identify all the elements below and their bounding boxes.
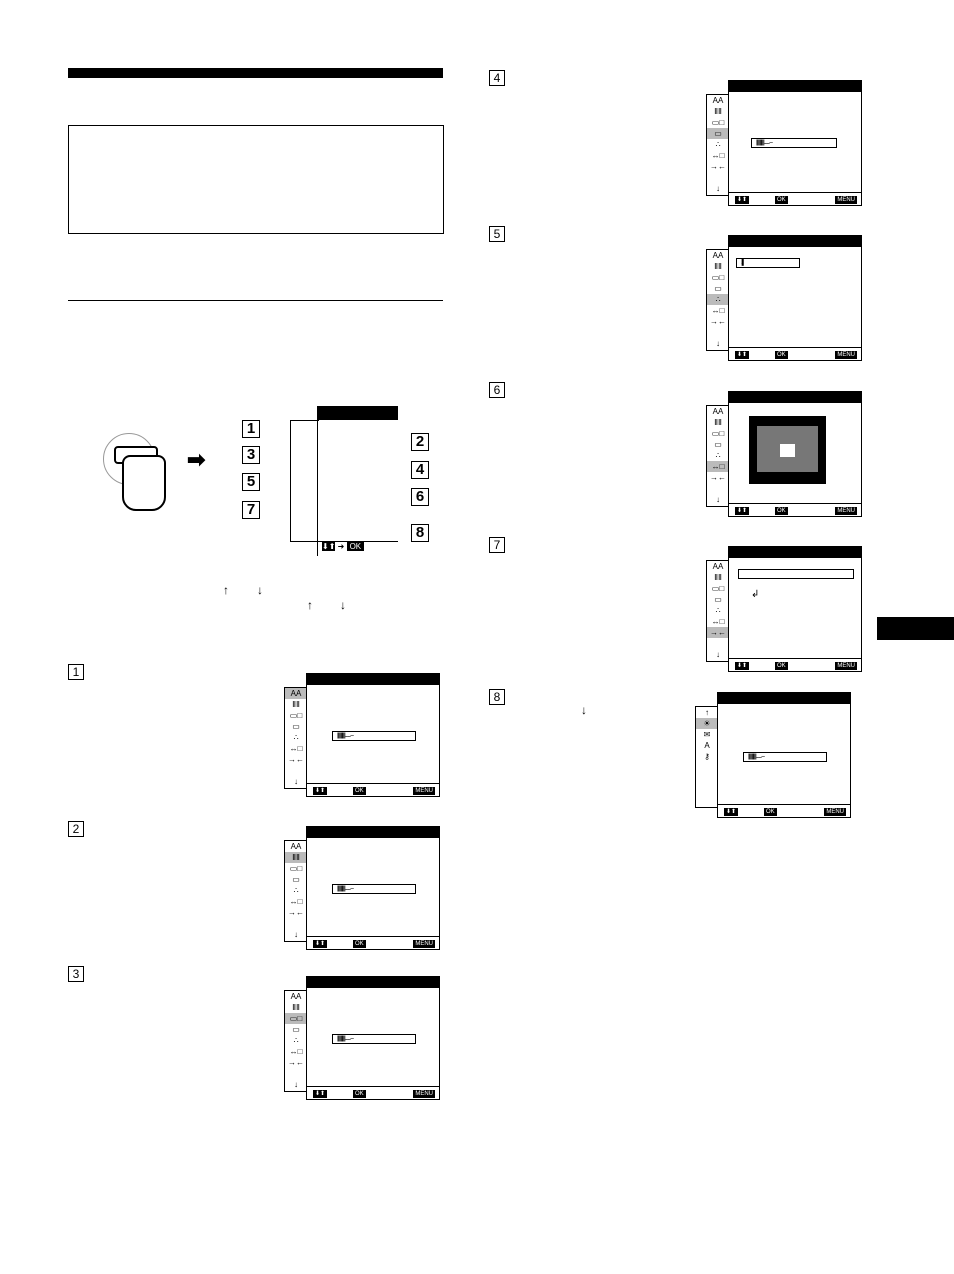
right-arrow-icon: ➡ — [187, 447, 206, 472]
section-rule — [68, 300, 443, 301]
step-number-2: 2 — [68, 821, 84, 837]
step-number-7: 7 — [489, 537, 505, 553]
main-menu-sidebar — [290, 420, 319, 542]
label-3: 3 — [242, 446, 260, 464]
down-arrow-icon: ↓ — [581, 703, 587, 717]
up-arrow-icon: ↑ — [307, 598, 313, 612]
test-pattern — [749, 416, 826, 484]
step-number-1: 1 — [68, 664, 84, 680]
down-arrow-icon: ↓ — [340, 598, 346, 612]
note-box — [68, 125, 444, 234]
label-4: 4 — [411, 461, 429, 479]
section-tab — [877, 617, 954, 640]
label-2: 2 — [411, 433, 429, 451]
label-8: 8 — [411, 524, 429, 542]
label-5: 5 — [242, 473, 260, 491]
label-6: 6 — [411, 488, 429, 506]
step-number-4: 4 — [489, 70, 505, 86]
step-number-5: 5 — [489, 226, 505, 242]
step-number-6: 6 — [489, 382, 505, 398]
title-bar — [68, 68, 443, 78]
up-arrow-icon: ↑ — [223, 583, 229, 597]
step-number-8: 8 — [489, 689, 505, 705]
label-7: 7 — [242, 501, 260, 519]
down-arrow-icon: ↓ — [257, 583, 263, 597]
label-1: 1 — [242, 420, 260, 438]
main-menu-window: ⬇⬆ ➜ OK — [317, 406, 398, 556]
step-number-3: 3 — [68, 966, 84, 982]
hand-icon — [122, 455, 166, 511]
